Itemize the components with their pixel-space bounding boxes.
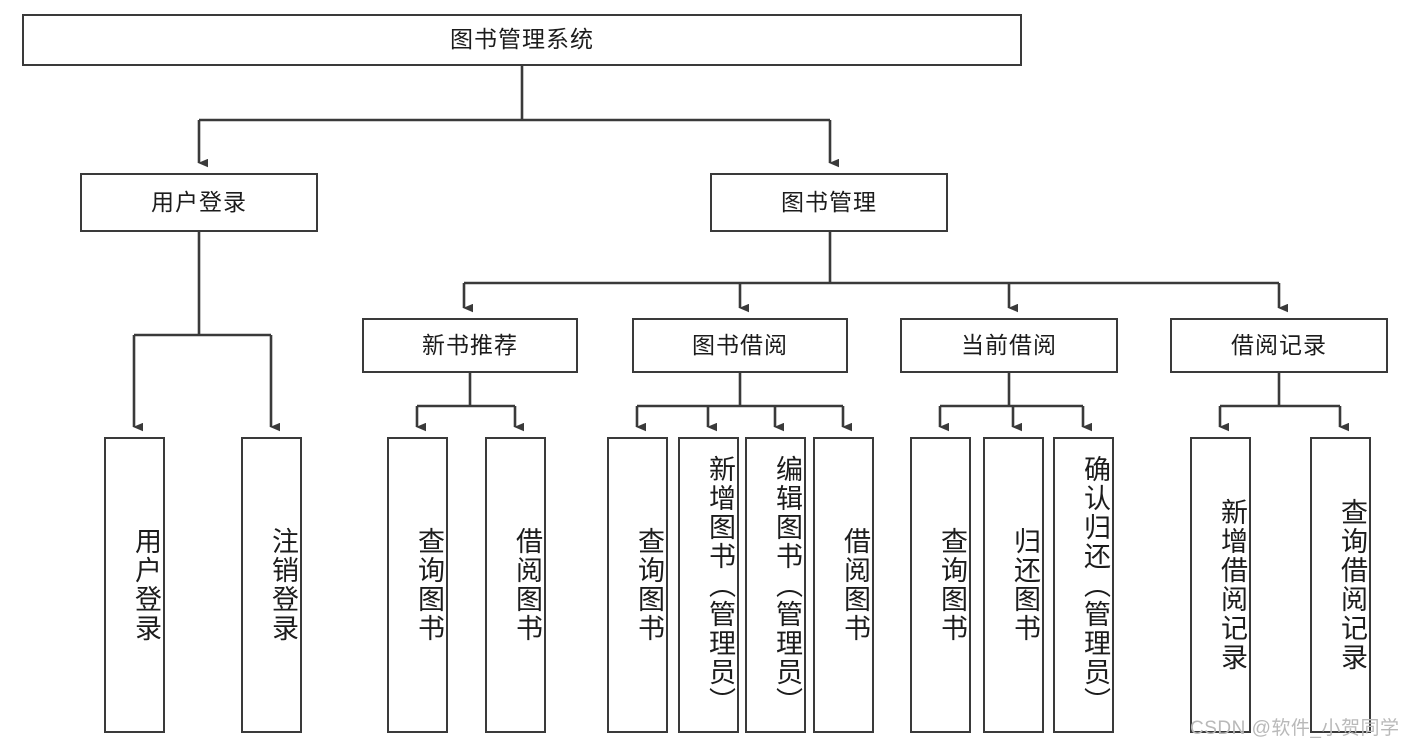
node-leaf-logout-label: 注销登录 (268, 527, 298, 643)
node-leaf-return-book-label: 归还图书 (1010, 527, 1040, 643)
node-leaf-query-book-borrow[interactable]: 查询图书 (607, 437, 668, 733)
node-root-label: 图书管理系统 (450, 26, 594, 53)
connector-borrow-to-leaves (635, 373, 852, 432)
connector-record-to-leaves (1218, 373, 1349, 432)
node-leaf-borrow-book-recommend[interactable]: 借阅图书 (485, 437, 546, 733)
node-book-borrow-label: 图书借阅 (692, 331, 788, 358)
node-leaf-return-book[interactable]: 归还图书 (983, 437, 1044, 733)
node-new-book-recommend[interactable]: 新书推荐 (362, 318, 578, 373)
node-leaf-add-book-label: 新增图书（管理员） (705, 454, 735, 716)
node-leaf-query-book-recommend-label: 查询图书 (414, 527, 444, 643)
node-borrow-record-label: 借阅记录 (1231, 331, 1327, 358)
connector-recommend-to-leaves (415, 373, 524, 432)
node-leaf-query-book-current[interactable]: 查询图书 (910, 437, 971, 733)
node-leaf-query-borrow-record-label: 查询借阅记录 (1337, 498, 1367, 672)
node-leaf-logout[interactable]: 注销登录 (241, 437, 302, 733)
connector-userlogin-to-leaves (132, 232, 280, 432)
node-leaf-borrow-book[interactable]: 借阅图书 (813, 437, 874, 733)
node-user-login[interactable]: 用户登录 (80, 173, 318, 232)
node-user-login-label: 用户登录 (151, 188, 247, 215)
node-leaf-query-book-current-label: 查询图书 (937, 527, 967, 643)
node-leaf-query-book-recommend[interactable]: 查询图书 (387, 437, 448, 733)
node-leaf-user-login[interactable]: 用户登录 (104, 437, 165, 733)
node-leaf-query-book-borrow-label: 查询图书 (634, 527, 664, 643)
node-leaf-confirm-return[interactable]: 确认归还（管理员） (1053, 437, 1114, 733)
node-book-management[interactable]: 图书管理 (710, 173, 948, 232)
node-leaf-add-book[interactable]: 新增图书（管理员） (678, 437, 739, 733)
node-root[interactable]: 图书管理系统 (22, 14, 1022, 66)
node-book-management-label: 图书管理 (781, 188, 877, 215)
node-new-book-recommend-label: 新书推荐 (422, 331, 518, 358)
node-leaf-user-login-label: 用户登录 (131, 527, 161, 643)
node-leaf-borrow-book-label: 借阅图书 (840, 527, 870, 643)
node-borrow-record[interactable]: 借阅记录 (1170, 318, 1388, 373)
node-leaf-borrow-book-recommend-label: 借阅图书 (512, 527, 542, 643)
node-leaf-query-borrow-record[interactable]: 查询借阅记录 (1310, 437, 1371, 733)
node-current-borrow[interactable]: 当前借阅 (900, 318, 1118, 373)
node-leaf-add-borrow-record-label: 新增借阅记录 (1217, 498, 1247, 672)
node-leaf-edit-book[interactable]: 编辑图书（管理员） (745, 437, 806, 733)
node-book-borrow[interactable]: 图书借阅 (632, 318, 848, 373)
node-current-borrow-label: 当前借阅 (961, 331, 1057, 358)
node-leaf-edit-book-label: 编辑图书（管理员） (772, 454, 802, 716)
watermark: CSDN @软件_小贺同学 (1190, 718, 1400, 739)
connector-bookmgmt-to-level3 (462, 232, 1288, 313)
connector-current-to-leaves (938, 373, 1092, 432)
node-leaf-add-borrow-record[interactable]: 新增借阅记录 (1190, 437, 1251, 733)
node-leaf-confirm-return-label: 确认归还（管理员） (1080, 454, 1110, 716)
connector-root-to-level2 (197, 66, 839, 168)
